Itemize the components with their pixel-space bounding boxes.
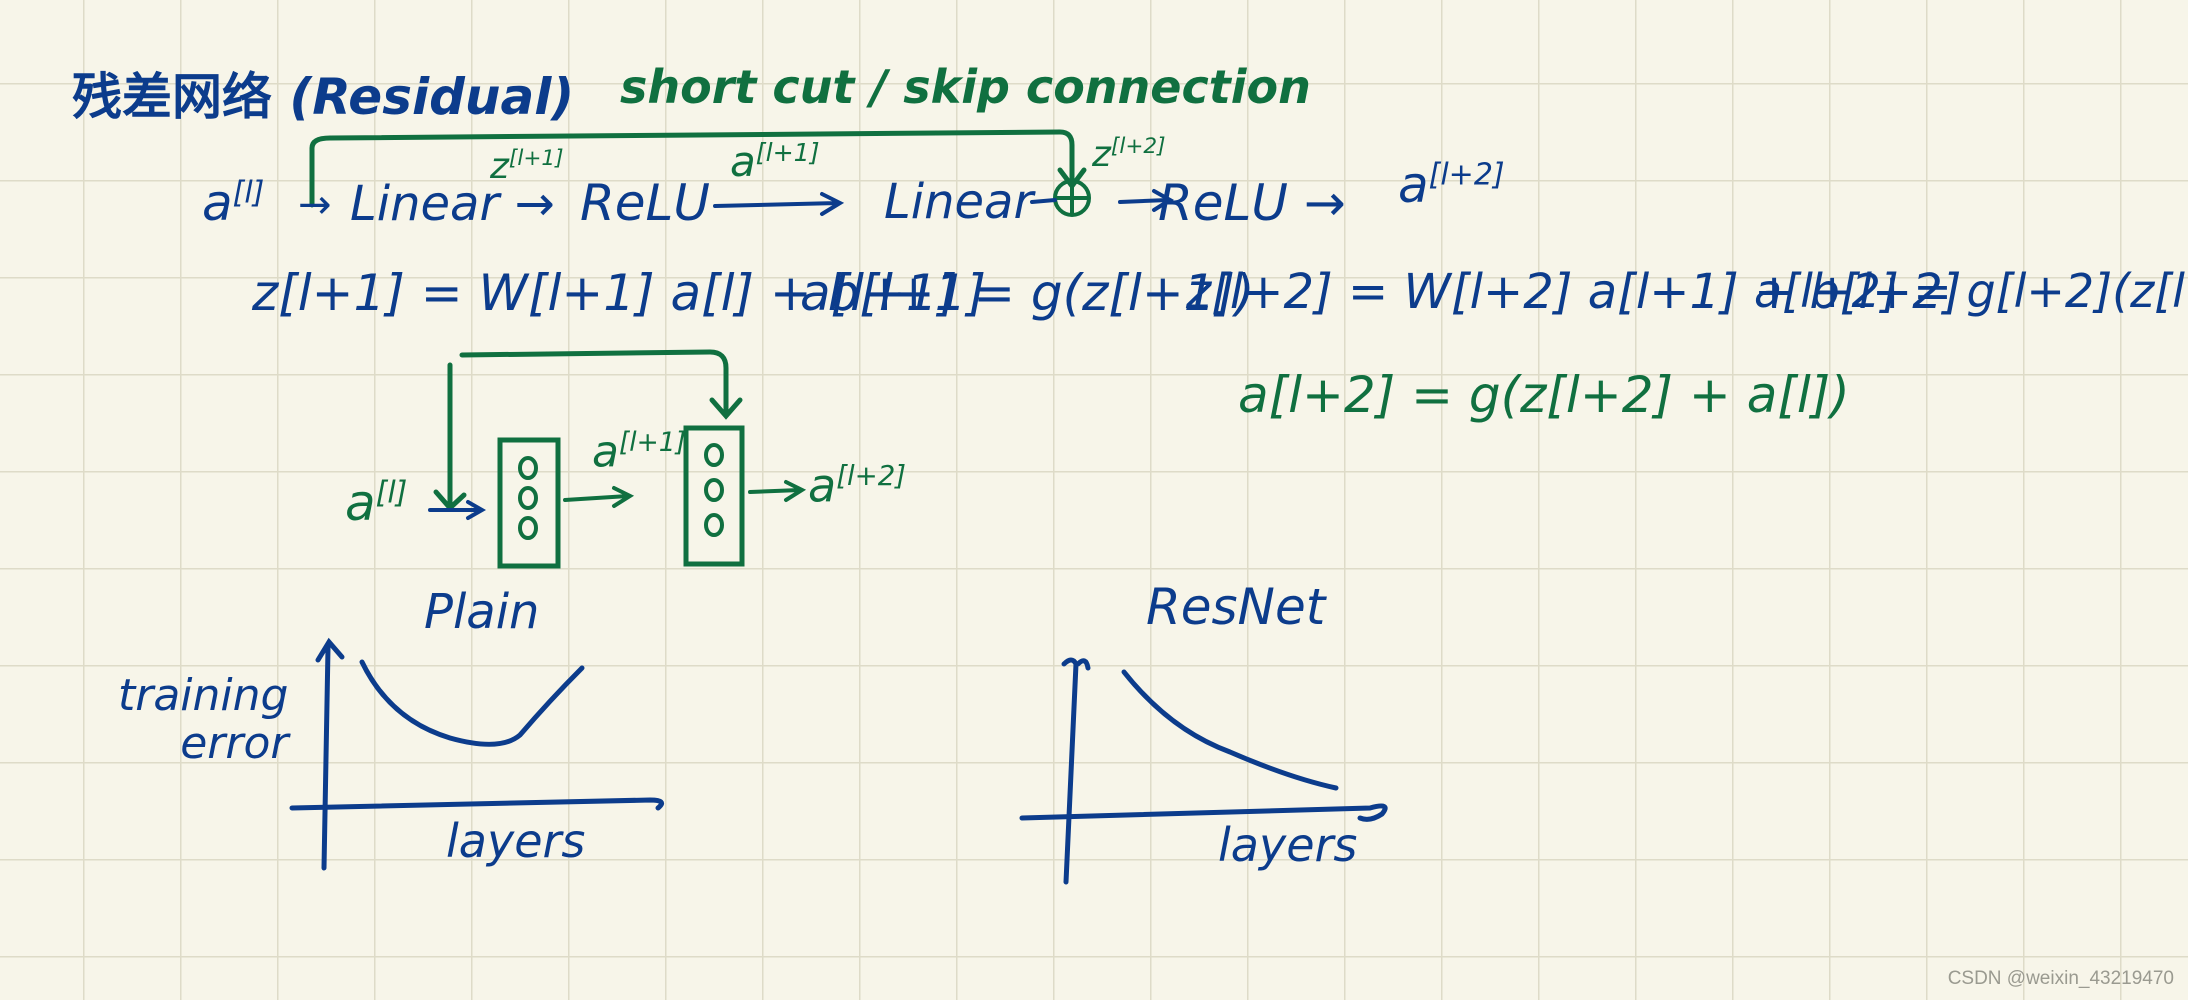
shortcut-label: short cut / skip connection (620, 60, 1311, 114)
pipeline-output: a[l+2] (1398, 156, 1505, 214)
pipeline-a1: a[l+1] (730, 137, 820, 186)
block-input: a[l] (345, 474, 408, 532)
pipeline-z1: z[l+1] (490, 146, 564, 187)
block-mid: a[l+1] (592, 426, 686, 478)
equation-z-l2: z[l+2] = W[l+2] a[l+1] + b[l+2] (1186, 264, 1962, 320)
pipeline-arrow-1: → (298, 182, 332, 228)
watermark: CSDN @weixin_43219470 (1947, 968, 2174, 989)
pipeline-linear-2: Linear (884, 174, 1034, 230)
pipeline-z2: z[l+2] (1092, 134, 1166, 175)
plain-xlabel: layers (446, 814, 586, 868)
resnet-title: ResNet (1146, 578, 1326, 636)
equation-z-l1: z[l+1] = W[l+1] a[l] + b[l+1] (252, 264, 987, 322)
equation-a-l1: a[l+1] = g(z[l+1]) (800, 264, 1255, 322)
block-output: a[l+2] (808, 458, 907, 513)
title-cn: 残差网络 (72, 68, 272, 126)
pipeline-relu-1: ReLU (580, 174, 710, 232)
pipeline-arrow-2 (713, 192, 845, 216)
title-en: (Residual) (289, 68, 575, 126)
title: 残差网络 (Residual) (72, 72, 574, 122)
plain-title: Plain (424, 584, 540, 640)
equation-residual: a[l+2] = g(z[l+2] + a[l]) (1238, 366, 1850, 424)
equation-a-l2: a[l+2] = g[l+2](z[l+2]) (1754, 264, 2188, 318)
pipeline-relu-2: ReLU → (1158, 174, 1346, 232)
pipeline-input: a[l] (202, 174, 265, 232)
pipeline-arrow-3 (1030, 189, 1174, 212)
pipeline-linear-1: Linear → (350, 176, 555, 232)
plain-ylabel: training error (118, 670, 289, 770)
resnet-xlabel: layers (1218, 818, 1358, 872)
